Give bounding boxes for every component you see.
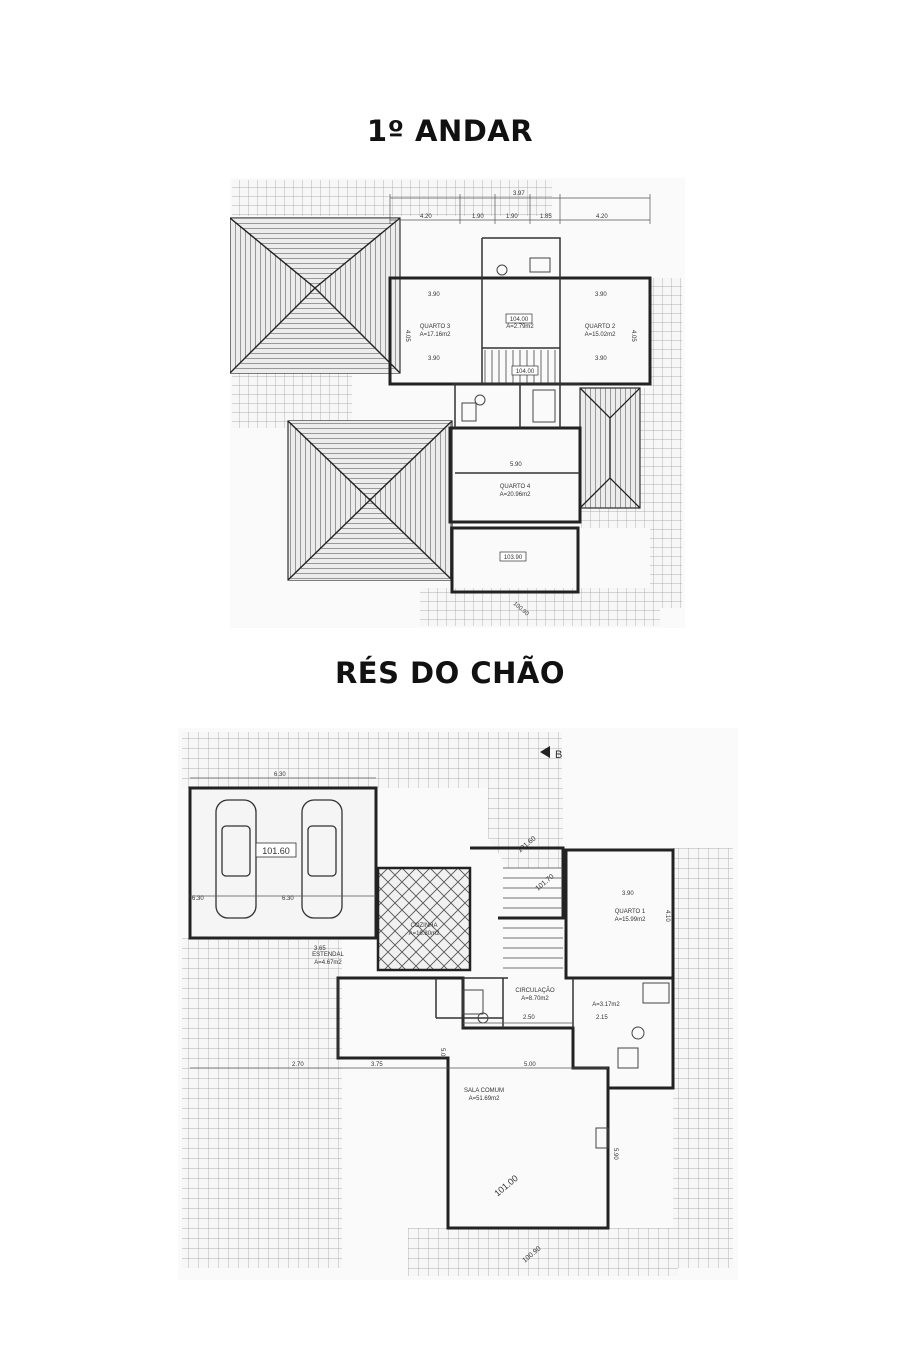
dim-label: 3.90 [622,891,634,897]
dim-label: 4.05 [630,330,636,342]
roof-right [579,387,641,509]
upper-floor-title: 1º ANDAR [366,114,534,148]
room-area: A=20.96m2 [500,492,532,498]
dim-label: 5.90 [612,1148,618,1160]
room-area: A=8.70m2 [521,996,549,1002]
dim-label: 1.85 [540,214,552,220]
roof-left [230,217,401,374]
stairs [503,867,563,969]
dim-label: 6.30 [192,896,204,902]
room-name: QUARTO 2 [585,324,616,330]
room-area: A=51.69m2 [469,1096,501,1102]
dimension-labels: 3.97 4.20 1.90 1.90 1.85 4.20 3.90 3.90 … [404,191,636,468]
dim-label: 4.10 [664,910,670,922]
level-markers: 104.00 104.00 103.90 100.90 [499,313,539,618]
tiled-terrace [650,278,682,608]
dim-label: 5.00 [524,1062,536,1068]
level-label: 104.00 [510,317,529,323]
room-area: A=4.67m2 [314,960,342,966]
dim-label: 3.90 [595,356,607,362]
car-icon [215,799,257,919]
room-labels: QUARTO 3 A=17.16m2 QUARTO 2 A=15.02m2 A=… [420,324,617,498]
roof-lower-left [287,420,453,581]
room-area: A=3.17m2 [592,1002,620,1008]
tiled-terrace [182,732,562,788]
car-icon [301,799,343,919]
tiled-terrace [408,1228,678,1276]
section-marker-label: B [555,749,562,761]
dimension-lines [190,777,608,1069]
dim-label: 5.90 [510,462,522,468]
dim-label: 1.90 [472,214,484,220]
dim-label: 3.65 [314,946,326,952]
room-area: A=2.79m2 [506,324,534,330]
room-name: SALA COMUM [464,1088,504,1094]
dim-label: 1.90 [506,214,518,220]
level-label: 101.60 [262,846,290,856]
tiled-terrace [182,938,342,1268]
level-label: 103.90 [504,555,523,561]
room-name: QUARTO 3 [420,324,451,330]
dim-label: 2.15 [596,1015,608,1021]
dim-label: 5.00 [439,1048,445,1060]
dimension-lines [389,194,651,224]
kitchen-floor [376,866,472,972]
room-area: A=16.80m2 [409,931,441,937]
garage [188,786,378,940]
ground-floor-title: RÉS DO CHÃO [334,656,566,690]
dim-label: 2.50 [523,1015,535,1021]
bathroom-fixtures [461,257,556,423]
dim-label: 3.75 [371,1062,383,1068]
dim-label: 3.90 [428,356,440,362]
room-name: QUARTO 1 [615,909,646,915]
interior-walls [452,237,580,474]
dim-label: 6.30 [282,896,294,902]
level-label: 104.00 [516,369,535,375]
room-name: ESTENDAL [312,952,344,958]
tiled-terrace [232,368,352,428]
room-name: QUARTO 4 [500,484,531,490]
dim-label: 3.97 [513,191,525,197]
dim-label: 4.20 [420,214,432,220]
dim-label: 6.30 [274,772,286,778]
room-area: A=15.02m2 [585,332,617,338]
upper-floor-plan: 3.97 4.20 1.90 1.90 1.85 4.20 3.90 3.90 … [230,178,685,628]
ground-floor-plan: 6.30 6.30 6.30 3.65 3.90 4.10 2.50 2.15 … [178,728,738,1280]
bathroom-fixtures [462,982,670,1149]
dim-label: 2.70 [292,1062,304,1068]
dimension-labels: 6.30 6.30 6.30 3.65 3.90 4.10 2.50 2.15 … [192,772,670,1160]
room-name: COZINHA [411,923,438,929]
room-area: A=17.16m2 [420,332,452,338]
dim-label: 4.05 [404,330,410,342]
tiled-terrace [673,848,733,1268]
dim-label: 4.20 [596,214,608,220]
dim-label: 3.90 [428,292,440,298]
room-area: A=15.99m2 [615,917,647,923]
section-marker: B [540,746,562,761]
dim-label: 3.90 [595,292,607,298]
fireplace-icon [595,1127,609,1149]
tiled-terrace [420,588,660,626]
room-labels: COZINHA A=16.80m2 ESTENDAL A=4.67m2 QUAR… [312,909,646,1102]
room-name: CIRCULAÇÃO [515,987,555,994]
